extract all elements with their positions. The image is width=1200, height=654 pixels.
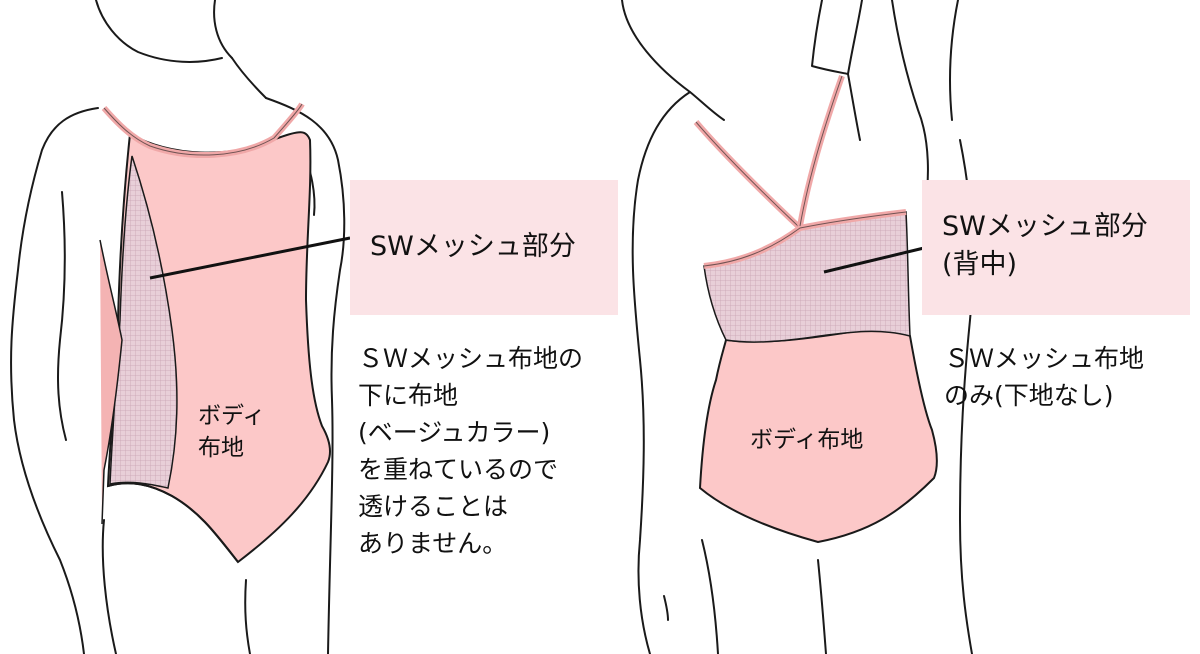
front-mesh-label: SWメッシュ部分 [370, 231, 576, 262]
front-left-arm-outline [10, 107, 99, 654]
front-right-arm-outline [265, 97, 346, 654]
back-callout-box: SWメッシュ部分 (背中) [922, 180, 1190, 315]
back-legs-outline [701, 539, 719, 654]
front-body-fabric-label: ボディ 布地 [198, 403, 266, 461]
front-neck-outline [95, 0, 223, 63]
front-view-figure [10, 0, 346, 654]
front-callout-pointer [149, 236, 351, 280]
front-mesh-panel [109, 155, 178, 489]
back-mesh-label: SWメッシュ部分 (背中) [942, 211, 1148, 280]
back-callout-pointer [823, 246, 925, 274]
front-callout-box: SWメッシュ部分 [350, 180, 618, 315]
front-description: ＳＷメッシュ布地の 下に布地 (ベージュカラー) を重ねているので 透けることは… [358, 344, 584, 558]
back-neck-outline [621, 0, 725, 121]
back-right-strap [797, 75, 845, 227]
back-left-arm-outline [631, 91, 691, 654]
back-body-fabric-label: ボディ布地 [750, 427, 864, 453]
back-description: ＳＷメッシュ布地 のみ(下地なし) [944, 344, 1145, 410]
front-legs-outline [101, 519, 117, 654]
back-mesh-panel [703, 211, 911, 343]
back-raised-arm-outline [811, 0, 863, 75]
back-left-strap [693, 120, 801, 229]
